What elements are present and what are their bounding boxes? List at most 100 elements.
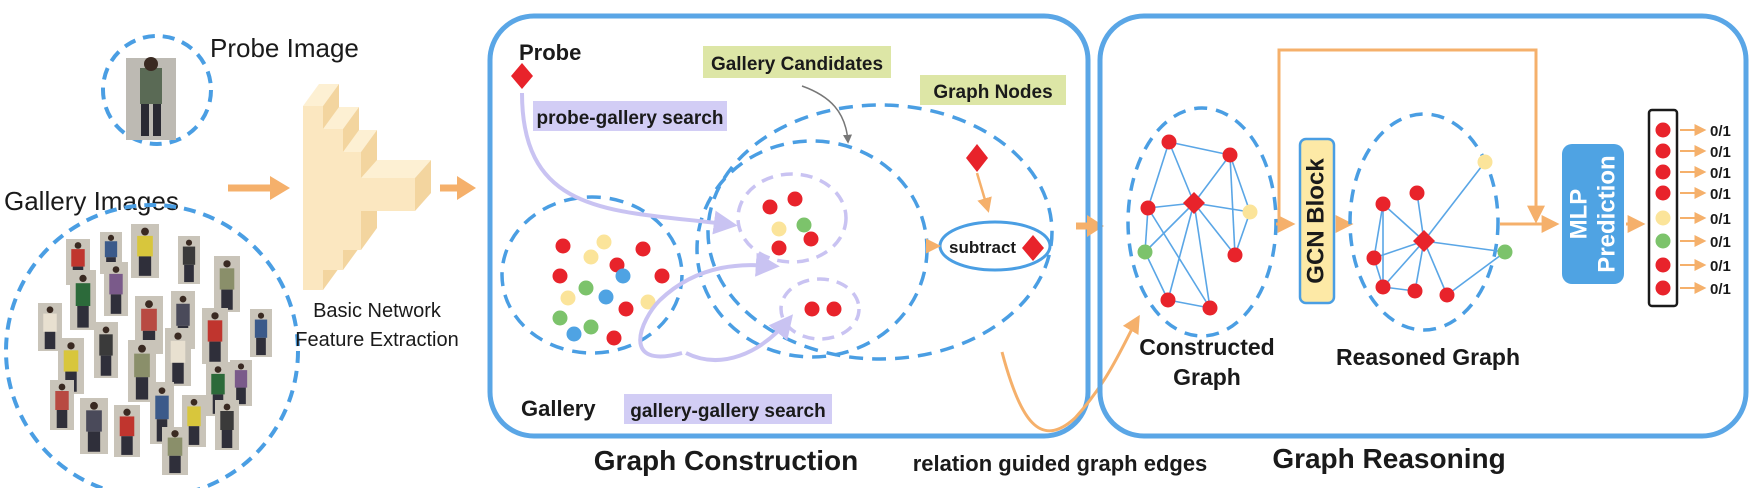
- constructed-graph-label-line2: Graph: [1173, 364, 1241, 390]
- mlp-label-line1: MLP: [1565, 189, 1592, 240]
- person-head: [214, 366, 222, 373]
- person-torso: [137, 235, 153, 257]
- candidate-cluster-2: [779, 277, 861, 341]
- person-torso: [170, 340, 186, 363]
- subtract-probe-icon: [1022, 235, 1044, 261]
- output-vector: [1647, 108, 1679, 308]
- graph-probe-node: [1183, 192, 1205, 214]
- graph-edge: [1147, 207, 1211, 309]
- probe-thumbnail-icon: [126, 57, 176, 140]
- person-head: [74, 242, 82, 249]
- output-label: 0/1: [1710, 165, 1731, 182]
- person-head: [211, 312, 219, 320]
- output-label: 0/1: [1710, 123, 1731, 140]
- person-torso: [75, 283, 91, 306]
- gallery-node: [583, 249, 599, 265]
- output-label: 0/1: [1710, 281, 1731, 298]
- person-legs: [121, 436, 133, 455]
- person-torso: [176, 303, 190, 326]
- graph-node: [1497, 244, 1513, 260]
- reasoned-graph-label: Reasoned Graph: [1336, 344, 1520, 370]
- graph-nodes-tag: [920, 75, 1066, 105]
- probe-image-circle: [101, 34, 213, 146]
- graph-construction-title: Graph Construction: [594, 445, 858, 476]
- graph-node: [1366, 250, 1382, 266]
- person-head: [223, 260, 231, 268]
- basic-network-icon: [303, 84, 431, 290]
- person-legs: [221, 430, 233, 448]
- gallery-node: [552, 310, 568, 326]
- gcn-block-label: GCN Block: [1302, 158, 1329, 284]
- gallery-label: Gallery: [521, 396, 596, 421]
- gallery-candidates-pointer: [801, 85, 853, 144]
- person-legs: [87, 431, 101, 452]
- graph-nodes-region: [706, 103, 1054, 361]
- probe-gallery-search-label: probe-gallery search: [537, 108, 724, 129]
- candidate-node: [804, 301, 820, 317]
- person-head: [138, 344, 146, 353]
- gallery-gallery-search-arrow-2: [685, 314, 794, 362]
- person-torso: [99, 334, 113, 356]
- gallery-gallery-search-arrow-1: [638, 252, 780, 359]
- gallery-node: [635, 241, 651, 257]
- gallery-node: [615, 268, 631, 284]
- graph-edge: [1193, 202, 1236, 256]
- candidate-nodes: [762, 191, 842, 317]
- constructed-graph-label-line1: Constructed: [1139, 334, 1274, 360]
- arrow-head: [270, 176, 290, 200]
- graph-node: [1407, 283, 1423, 299]
- output-node: [1655, 257, 1671, 273]
- person-legs: [209, 341, 221, 362]
- gallery-images-circle: [4, 203, 300, 488]
- probe-gallery-search-arrow: [520, 92, 738, 235]
- graph-node: [1439, 287, 1455, 303]
- person-head: [102, 326, 110, 334]
- graph-node: [1242, 204, 1258, 220]
- person-head: [223, 403, 231, 411]
- person-head: [90, 401, 98, 410]
- gallery-node: [618, 301, 634, 317]
- person-torso: [219, 268, 235, 290]
- person-torso: [63, 350, 79, 372]
- relation-guided-edges-arrow: [1000, 314, 1140, 433]
- graph-edge: [1168, 141, 1195, 204]
- person-torso: [207, 320, 223, 342]
- person-head: [123, 408, 131, 416]
- person-legs: [77, 306, 89, 328]
- person-legs: [100, 355, 112, 376]
- probe-node-icon: [511, 63, 533, 89]
- person-torso: [254, 319, 268, 338]
- person-torso: [134, 353, 150, 378]
- graph-edge: [1168, 141, 1231, 156]
- gallery-node: [566, 326, 582, 342]
- output-label: 0/1: [1710, 234, 1731, 251]
- person-torso: [55, 391, 69, 410]
- gallery-node: [598, 289, 614, 305]
- person-torso: [71, 249, 85, 267]
- graph-nodes-probe-icon: [966, 144, 988, 172]
- person-head: [141, 227, 149, 236]
- person-legs: [110, 294, 122, 314]
- gallery-candidates-label: Gallery Candidates: [711, 54, 883, 75]
- person-head: [46, 306, 54, 314]
- graph-edge: [1193, 154, 1231, 204]
- person-head: [179, 295, 187, 303]
- graph-node: [1222, 147, 1238, 163]
- person-torso: [187, 406, 201, 427]
- person-torso: [155, 395, 169, 420]
- graph-node: [1375, 279, 1391, 295]
- person-torso: [141, 308, 157, 331]
- gallery-node: [583, 319, 599, 335]
- person-legs: [172, 362, 184, 384]
- graph-node: [1227, 247, 1243, 263]
- gallery-node: [552, 268, 568, 284]
- gallery-node: [654, 268, 670, 284]
- graph-node: [1140, 200, 1156, 216]
- probe-to-subtract-arrow: [975, 172, 992, 213]
- graph-node: [1137, 244, 1153, 260]
- gcn-block: [1298, 137, 1336, 305]
- graph-edge: [1229, 154, 1251, 213]
- reasoned-graph: [1366, 154, 1513, 303]
- graph-node: [1375, 196, 1391, 212]
